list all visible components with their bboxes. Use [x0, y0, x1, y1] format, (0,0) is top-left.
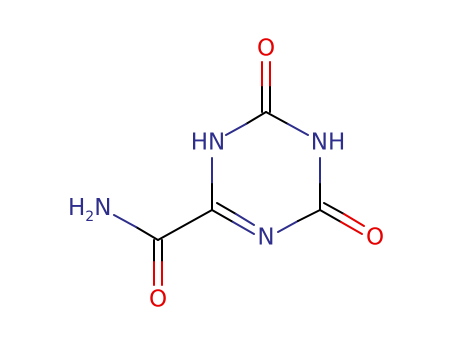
- atom-nh-left: HN: [191, 130, 226, 156]
- atom-n-bottom: N: [257, 225, 274, 251]
- atom-nh-right: NH: [311, 130, 346, 156]
- bond-c-left-c-amide: [157, 209, 213, 241]
- bond-c-top-nh-left: [225, 111, 267, 136]
- bond-n-bottom-c-right: [277, 209, 321, 233]
- bond-c-top-o-top: [261, 61, 271, 113]
- bonds: [113, 61, 365, 286]
- atom-nh2-h: H: [68, 195, 85, 221]
- bond-c-right-o-right: [319, 202, 365, 235]
- atom-o-amide: O: [149, 287, 167, 313]
- atom-o-right: O: [366, 225, 384, 251]
- bond-c-amide-nh2: [113, 214, 159, 241]
- atom-o-top: O: [257, 36, 275, 62]
- atom-nh2-n: N: [94, 195, 111, 221]
- atom-labels: O HN NH N O O H2N: [68, 36, 384, 313]
- atom-nh2: H2N: [68, 195, 111, 225]
- bond-c-amide-o-amide: [153, 239, 163, 286]
- bond-c-left-n-bottom: [211, 202, 255, 235]
- bond-c-top-nh-right: [265, 111, 309, 136]
- atom-nh2-subscript: 2: [85, 209, 94, 225]
